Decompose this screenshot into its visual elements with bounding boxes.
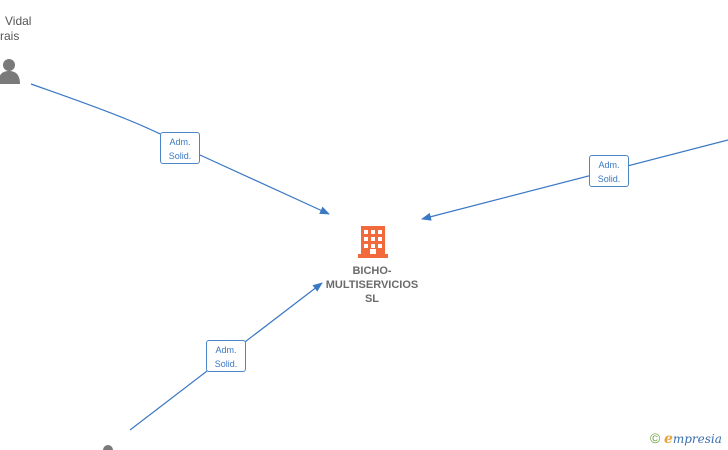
company-name-line-2: MULTISERVICIOS: [325, 279, 419, 291]
copyright-symbol: ©: [650, 430, 661, 446]
edge-label-right[interactable]: Adm. Solid.: [589, 155, 629, 187]
company-name-line-1: BICHO-: [352, 265, 392, 277]
building-icon[interactable]: [358, 226, 388, 258]
person-name[interactable]: Vidal rais: [0, 14, 31, 44]
person-icon[interactable]: [0, 59, 20, 84]
person-name-line-2: rais: [0, 29, 20, 43]
edge-label-line-2: Solid.: [168, 151, 192, 161]
company-name-line-3: SL: [364, 293, 380, 305]
edge-label-line-1: Adm.: [215, 345, 237, 355]
brand-rest: mpresia: [672, 432, 722, 446]
edge-line-right: [421, 139, 728, 221]
edge-label-line-2: Solid.: [597, 174, 621, 184]
company-name[interactable]: BICHO- MULTISERVICIOS SL: [316, 264, 428, 306]
edge-label-bottom-left[interactable]: Adm. Solid.: [206, 340, 246, 372]
edge-label-line-2: Solid.: [214, 359, 238, 369]
person-icon[interactable]: [103, 445, 113, 450]
edge-label-line-1: Adm.: [169, 137, 191, 147]
edge-label-top-left[interactable]: Adm. Solid.: [160, 132, 200, 164]
empresia-watermark: © empresia: [650, 430, 722, 447]
brand-logo: empresia: [663, 431, 722, 447]
edge-label-line-1: Adm.: [598, 160, 620, 170]
person-name-line-1: Vidal: [5, 14, 32, 28]
brand-initial: e: [663, 431, 673, 447]
